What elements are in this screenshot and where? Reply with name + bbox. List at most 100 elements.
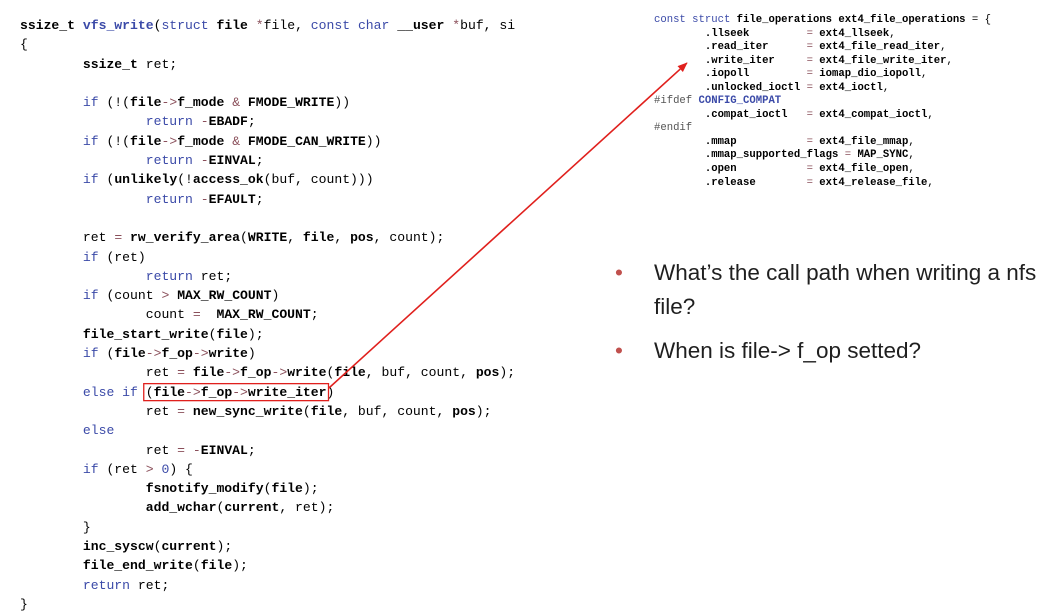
code-token: ( [145, 384, 154, 400]
code-token: & [232, 95, 248, 111]
code-token: (!( [106, 95, 131, 111]
code-token: (ret [106, 461, 146, 477]
code-token: .open [704, 163, 807, 176]
code-token: ; [247, 114, 256, 130]
code-token: fsnotify_modify [145, 481, 264, 497]
code-token: ret [82, 230, 115, 246]
code-token: ) { [169, 461, 193, 477]
code-token: , [882, 81, 890, 94]
code-token: file [114, 346, 146, 362]
code-token: ext4_file_write_iter [819, 54, 947, 67]
code-token: = [806, 68, 820, 81]
code-token: .release [704, 176, 807, 189]
bullet-item-call-path: • What’s the call path when writing a nf… [612, 256, 1042, 324]
code-token: ext4_file_open [819, 163, 909, 176]
code-token: return [145, 114, 201, 130]
left-code-line: file_start_write(file); [20, 325, 515, 344]
code-token: write [208, 346, 248, 362]
code-token: ext4_compat_ioctl [819, 108, 928, 121]
code-token: iomap_dio_iopoll [819, 68, 922, 81]
code-token: f_mode [177, 133, 233, 149]
left-code-line: fsnotify_modify(file); [20, 479, 515, 498]
code-token: -> [161, 133, 178, 149]
code-token: ( [208, 326, 217, 342]
left-code-line: ssize_t vfs_write(struct file *file, con… [20, 16, 515, 35]
code-token: if [82, 288, 107, 304]
code-token: = { [971, 14, 991, 26]
code-token: ); [302, 481, 319, 497]
code-token: = [177, 365, 193, 381]
code-token: file_operations [736, 14, 839, 26]
left-code-line: ret = file->f_op->write(file, buf, count… [20, 363, 515, 382]
left-code-line: add_wchar(current, ret); [20, 498, 515, 517]
left-code-line: inc_syscw(current); [20, 537, 515, 556]
code-token: EFAULT [208, 191, 256, 207]
code-token: file [153, 384, 186, 400]
code-token: current [161, 539, 217, 555]
code-token: ); [475, 403, 492, 419]
code-token: = [114, 230, 131, 246]
code-token: (count [106, 288, 162, 304]
left-code-line: if (ret) [20, 248, 515, 267]
left-code-line: ret = new_sync_write(file, buf, count, p… [20, 402, 515, 421]
left-code-line: ret = rw_verify_area(WRITE, file, pos, c… [20, 228, 515, 247]
code-token: count [145, 307, 193, 323]
code-token: if [82, 461, 107, 477]
code-token: .unlocked_ioctl [704, 81, 807, 94]
code-token: - [200, 114, 209, 130]
code-token: EBADF [208, 114, 248, 130]
code-token: .write_iter [704, 54, 807, 67]
left-code-line: } [20, 518, 515, 537]
code-token: ( [106, 172, 115, 188]
code-token: if [82, 346, 107, 362]
code-token: ; [310, 307, 319, 323]
code-token: ; [247, 442, 256, 458]
right-code-line: #ifdef CONFIG_COMPAT [654, 95, 991, 109]
code-token: const [654, 14, 693, 26]
code-token: * [255, 18, 264, 33]
right-code-line: .iopoll = iomap_dio_iopoll, [654, 68, 991, 82]
code-token: pos [475, 365, 500, 381]
code-token: , [287, 230, 303, 246]
code-token: = [806, 163, 820, 176]
left-code-line: if (count > MAX_RW_COUNT) [20, 286, 515, 305]
vfs-write-code-listing: ssize_t vfs_write(struct file *file, con… [20, 16, 515, 614]
code-token: if [82, 172, 107, 188]
code-token: inc_syscw [82, 539, 154, 555]
code-token: , [334, 230, 351, 246]
code-token: , ret); [279, 500, 335, 516]
code-token: (! [177, 172, 193, 188]
code-token: = [806, 27, 820, 40]
code-token: -> [185, 384, 201, 400]
code-token: = [806, 41, 820, 54]
code-token: file [130, 133, 162, 149]
code-token: else if [82, 384, 146, 400]
code-token: ); [247, 326, 264, 342]
code-token: ( [153, 18, 162, 33]
left-code-line: return -EINVAL; [20, 151, 515, 170]
code-token: (!( [106, 133, 131, 149]
code-token: -> [232, 384, 248, 400]
right-code-line: .llseek = ext4_llseek, [654, 28, 991, 42]
code-token: WRITE [247, 230, 288, 246]
code-token: ret [145, 403, 178, 419]
left-code-line: ssize_t ret; [20, 55, 515, 74]
right-code-line: .read_iter = ext4_file_read_iter, [654, 41, 991, 55]
code-token: { [20, 37, 28, 53]
code-token [20, 578, 83, 593]
bullet-item-f-op: • When is file-> f_op setted? [612, 334, 1042, 368]
callout-arrow [327, 62, 688, 389]
code-token: return [145, 153, 201, 169]
code-token: MAX_RW_COUNT [177, 288, 272, 304]
code-token: = [806, 135, 820, 148]
left-code-line: count = MAX_RW_COUNT; [20, 305, 515, 324]
code-token: & [232, 133, 248, 149]
code-token: ext4_release_file [819, 176, 928, 189]
right-code-line: .mmap_supported_flags = MAP_SYNC, [654, 149, 991, 163]
code-token: rw_verify_area [130, 230, 241, 246]
code-token: ( [326, 365, 335, 381]
code-token: CONFIG_COMPAT [698, 95, 782, 108]
code-token: struct [161, 18, 217, 33]
left-code-line: if (unlikely(!access_ok(buf, count))) [20, 170, 515, 189]
annotation-overlay [143, 62, 688, 402]
